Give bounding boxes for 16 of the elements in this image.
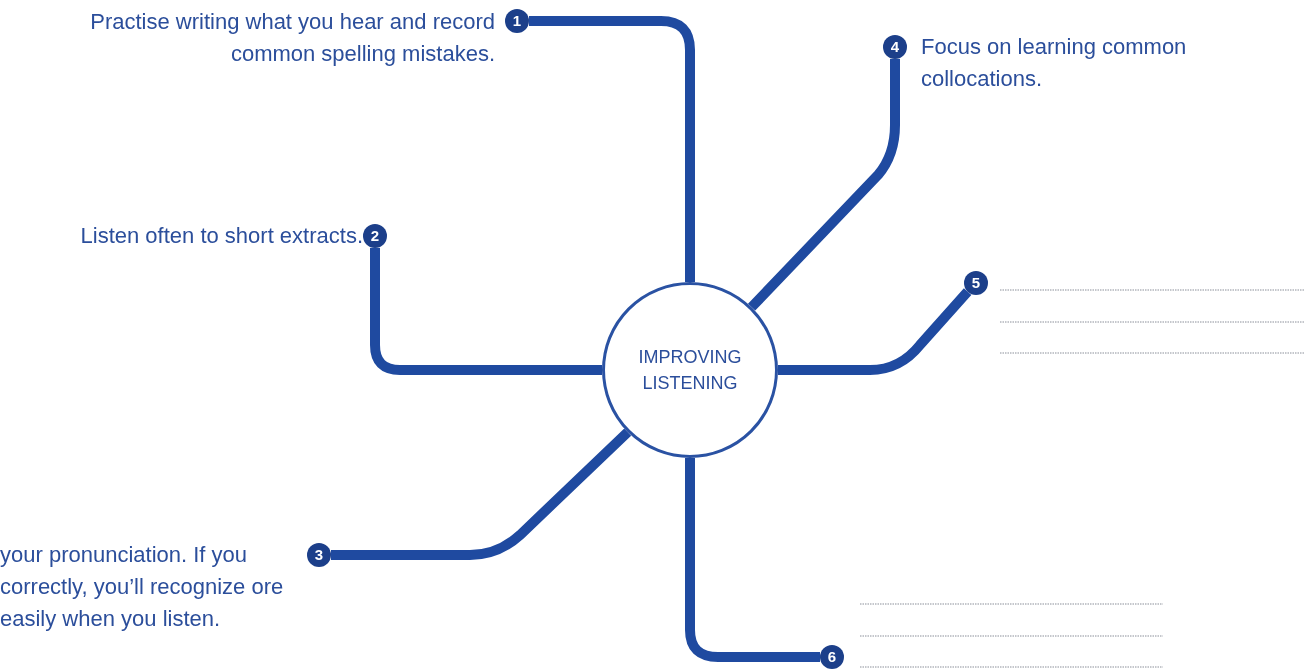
connector-line bbox=[370, 248, 602, 375]
connector-line bbox=[747, 59, 900, 311]
tip-text: Practise writing what you hear and record common spelling mistakes. bbox=[89, 8, 495, 68]
tip-text: your pronunciation. If you correctly, you’ll recognize ore easily when you listen. bbox=[0, 541, 285, 633]
connector-line bbox=[529, 16, 695, 282]
number-badge: 3 bbox=[307, 543, 331, 567]
number-badge: 1 bbox=[505, 9, 529, 33]
number-badge: 5 bbox=[964, 271, 988, 295]
number-badge: 2 bbox=[363, 224, 387, 248]
number-badge: 4 bbox=[883, 35, 907, 59]
connector-line bbox=[778, 288, 972, 375]
connector-line bbox=[331, 428, 632, 560]
tip-text: Focus on learning common collocations. bbox=[921, 33, 1188, 93]
connector-line bbox=[685, 458, 820, 662]
number-badge: 6 bbox=[820, 645, 844, 669]
tip-text: Listen often to short extracts. bbox=[79, 222, 363, 250]
